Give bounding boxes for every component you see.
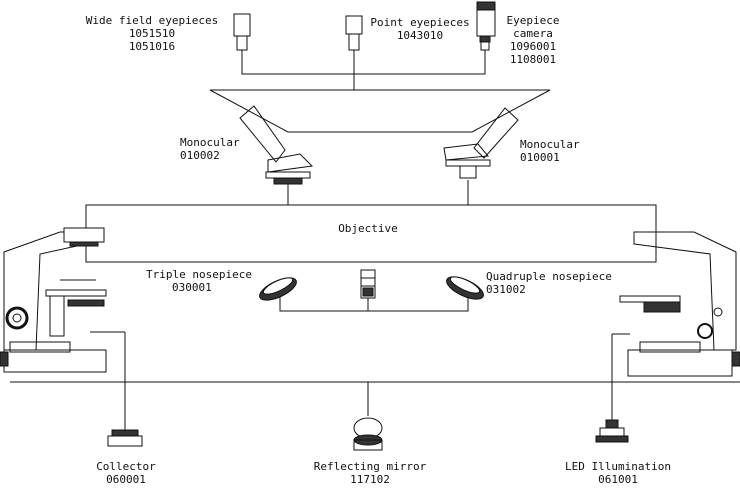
eyepiece-camera-label: Eyepiece camera 1096001 1108001 bbox=[498, 14, 568, 66]
monocular-right-icon bbox=[443, 107, 519, 179]
quadruple-nosepiece-name: Quadruple nosepiece bbox=[486, 270, 612, 283]
triple-nosepiece-code: 030001 bbox=[172, 281, 212, 294]
led-illumination-label: LED Illumination 061001 bbox=[556, 460, 680, 486]
led-illumination-name: LED Illumination bbox=[565, 460, 671, 473]
wide-field-eyepieces-label: Wide field eyepieces 1051510 1051016 bbox=[82, 14, 222, 53]
monocular-left-code: 010002 bbox=[180, 149, 220, 162]
reflecting-mirror-icon bbox=[353, 417, 383, 451]
wide-field-eyepieces-name: Wide field eyepieces bbox=[85, 14, 219, 27]
monocular-right-code: 010001 bbox=[520, 151, 560, 164]
monocular-left-icon bbox=[239, 105, 314, 185]
led-illumination-icon bbox=[595, 419, 629, 443]
led-illumination-code: 061001 bbox=[598, 473, 638, 486]
objective-label: Objective bbox=[338, 222, 398, 235]
monocular-left-label: Monocular 010002 bbox=[180, 136, 240, 162]
objective-icon bbox=[360, 269, 376, 299]
wide-field-eyepieces-code-1: 1051510 bbox=[128, 27, 176, 40]
triple-nosepiece-name: Triple nosepiece bbox=[146, 268, 252, 281]
left-microscope-icon bbox=[0, 227, 107, 373]
eyepiece-camera-name-2: camera bbox=[513, 27, 553, 40]
monocular-right-name: Monocular bbox=[520, 138, 580, 151]
point-eyepieces-name: Point eyepieces bbox=[370, 16, 470, 29]
connector-lines bbox=[10, 50, 740, 430]
collector-label: Collector 060001 bbox=[88, 460, 164, 486]
collector-name: Collector bbox=[96, 460, 156, 473]
quadruple-nosepiece-icon bbox=[446, 276, 484, 300]
quadruple-nosepiece-label: Quadruple nosepiece 031002 bbox=[486, 270, 612, 296]
eyepiece-camera-icon bbox=[476, 1, 496, 51]
wide-field-eyepiece-icon bbox=[233, 13, 251, 51]
right-microscope-icon bbox=[619, 231, 740, 377]
reflecting-mirror-label: Reflecting mirror 117102 bbox=[308, 460, 432, 486]
monocular-left-name: Monocular bbox=[180, 136, 240, 149]
triple-nosepiece-label: Triple nosepiece 030001 bbox=[146, 268, 252, 294]
collector-icon bbox=[107, 429, 143, 447]
collector-code: 060001 bbox=[106, 473, 146, 486]
eyepiece-camera-name-1: Eyepiece bbox=[506, 14, 560, 27]
reflecting-mirror-name: Reflecting mirror bbox=[313, 460, 427, 473]
quadruple-nosepiece-code: 031002 bbox=[486, 283, 526, 296]
eyepiece-camera-code-2: 1108001 bbox=[509, 53, 557, 66]
triple-nosepiece-icon bbox=[259, 277, 297, 301]
eyepiece-camera-code-1: 1096001 bbox=[509, 40, 557, 53]
point-eyepieces-label: Point eyepieces 1043010 bbox=[368, 16, 472, 42]
reflecting-mirror-code: 117102 bbox=[350, 473, 390, 486]
point-eyepieces-code: 1043010 bbox=[396, 29, 444, 42]
point-eyepiece-icon bbox=[345, 15, 363, 51]
wide-field-eyepieces-code-2: 1051016 bbox=[128, 40, 176, 53]
monocular-right-label: Monocular 010001 bbox=[520, 138, 580, 164]
